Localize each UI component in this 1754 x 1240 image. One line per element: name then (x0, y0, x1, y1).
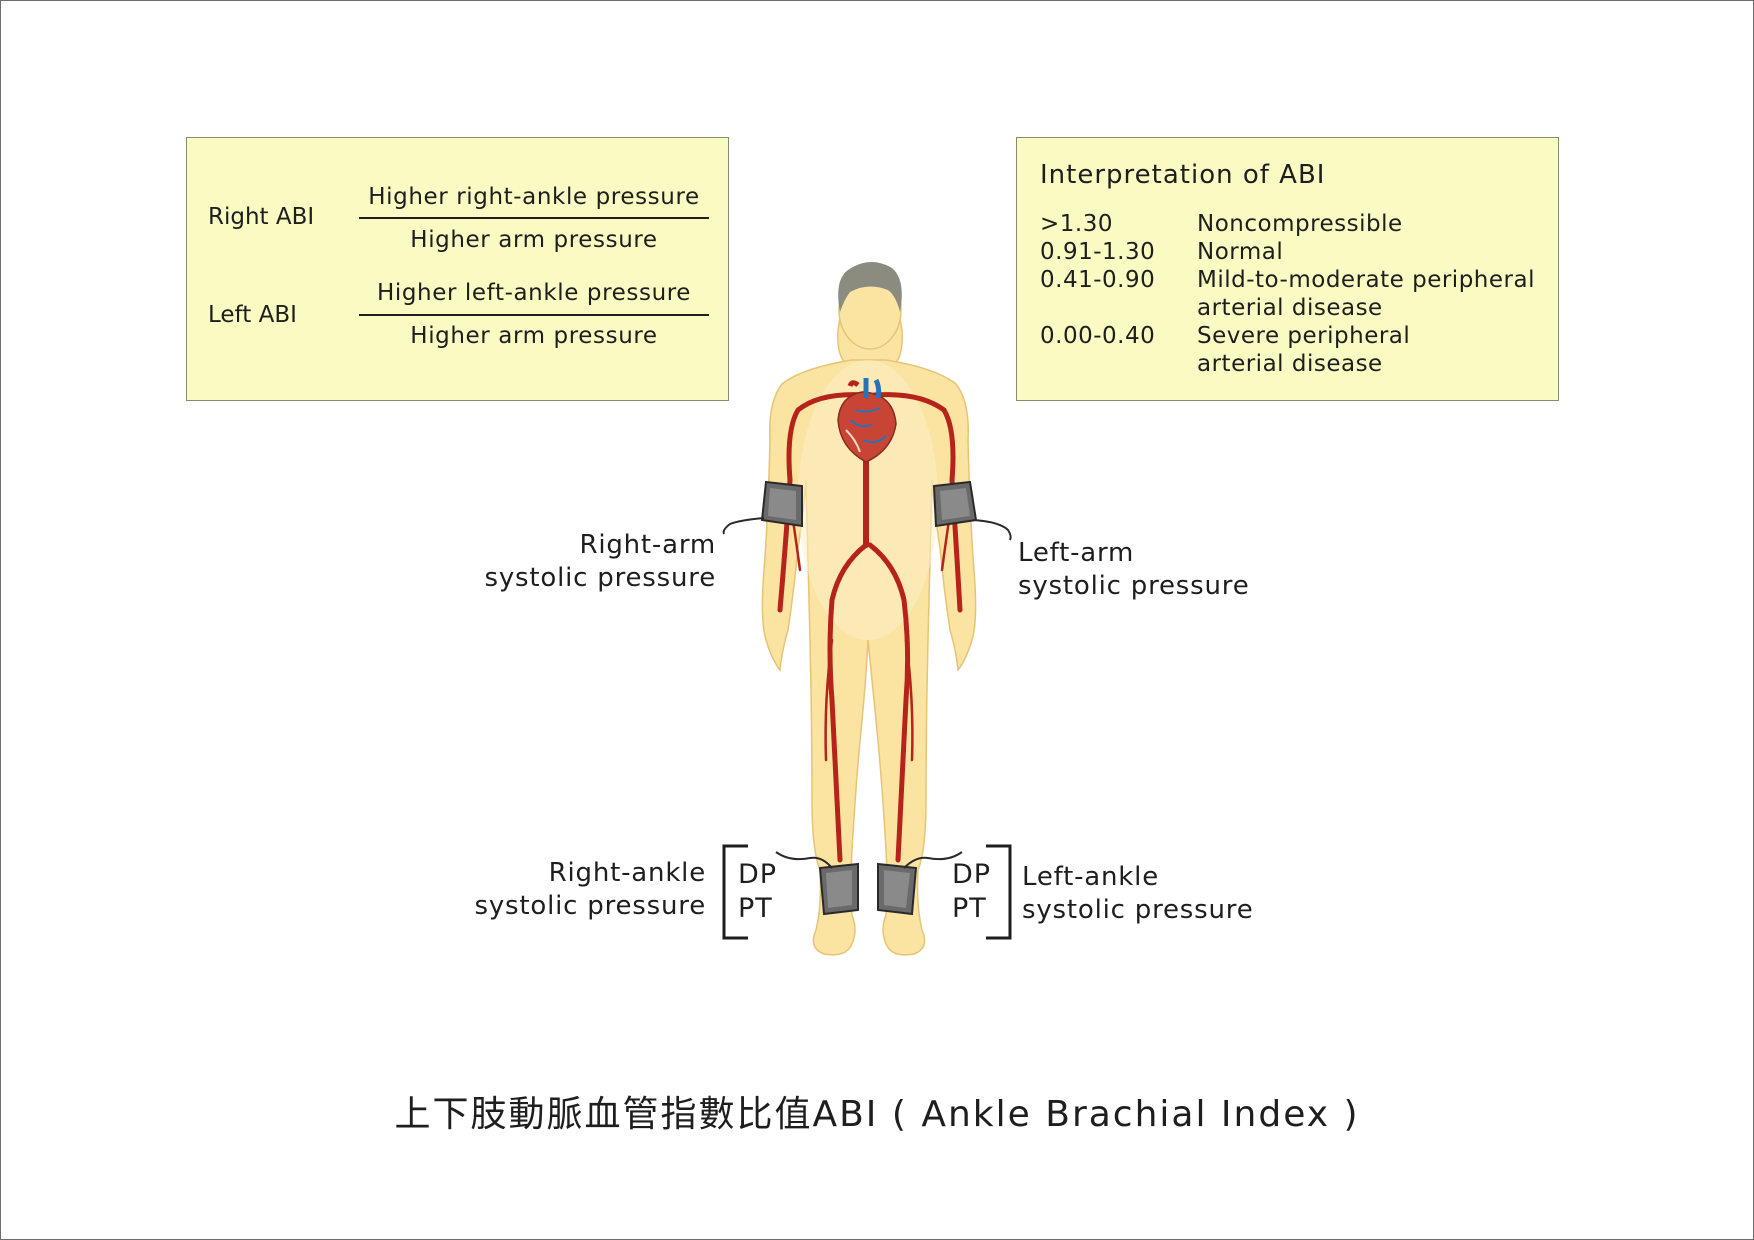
right-arm-label-line2: systolic pressure (484, 563, 716, 593)
left-ankle-label: Left-ankle systolic pressure (1022, 861, 1342, 927)
left-abi-numerator: Higher left-ankle pressure (376, 280, 692, 306)
artery-network (777, 392, 963, 863)
interpretation-range: 0.41-0.90 (1040, 267, 1156, 293)
left-arm-cuff-tube (973, 519, 1012, 541)
interpretation-desc: Mild-to-moderate peripheral (1197, 267, 1535, 293)
left-pt-label: PT (952, 893, 987, 924)
left-ankle-bracket (986, 844, 1012, 940)
left-ankle-cuff (877, 862, 918, 916)
left-arm-label-line1: Left-arm (1018, 538, 1135, 568)
right-arm-label-line1: Right-arm (579, 530, 716, 560)
right-ankle-label-line1: Right-ankle (548, 858, 706, 888)
right-abi-fraction: Higher right-ankle pressure Higher arm p… (359, 184, 709, 274)
right-ankle-cuff-tube (775, 851, 833, 869)
interpretation-range: 0.00-0.40 (1040, 323, 1156, 349)
right-ankle-bracket (722, 844, 748, 940)
left-arm-label: Left-arm systolic pressure (1018, 537, 1318, 603)
interpretation-title: Interpretation of ABI (1040, 160, 1326, 190)
interpretation-desc: Noncompressible (1197, 211, 1403, 237)
interpretation-desc: arterial disease (1197, 295, 1383, 321)
interpretation-desc: Normal (1197, 239, 1284, 265)
left-abi-fraction: Higher left-ankle pressure Higher arm pr… (359, 280, 709, 370)
right-dp-label: DP (738, 859, 778, 890)
right-arm-cuff-tube (722, 517, 765, 535)
left-ankle-label-line2: systolic pressure (1022, 895, 1254, 925)
right-abi-numerator: Higher right-ankle pressure (368, 184, 700, 210)
right-arm-cuff (760, 480, 803, 528)
right-arm-label: Right-arm systolic pressure (400, 529, 716, 595)
heart-icon (837, 378, 897, 463)
left-arm-label-line2: systolic pressure (1018, 571, 1250, 601)
right-abi-label: Right ABI (208, 204, 315, 230)
interpretation-range: 0.91-1.30 (1040, 239, 1156, 265)
right-ankle-label: Right-ankle systolic pressure (390, 857, 706, 923)
left-abi-label: Left ABI (208, 302, 297, 328)
left-abi-fraction-bar (359, 314, 709, 316)
hair (838, 261, 902, 312)
figure-caption: 上下肢動脈血管指數比值ABI ( Ankle Brachial Index ) (394, 1094, 1360, 1135)
left-dp-label: DP (952, 859, 992, 890)
left-arm-cuff (932, 480, 978, 528)
right-abi-denominator: Higher arm pressure (410, 227, 658, 253)
abi-formula-box: Right ABI Higher right-ankle pressure Hi… (186, 137, 729, 401)
left-ankle-cuff-tube (903, 851, 963, 869)
left-ankle-label-line1: Left-ankle (1022, 862, 1159, 892)
right-ankle-cuff (818, 862, 859, 916)
interpretation-desc: Severe peripheral (1197, 323, 1411, 349)
left-abi-denominator: Higher arm pressure (410, 323, 658, 349)
right-ankle-label-line2: systolic pressure (474, 891, 706, 921)
interpretation-desc: arterial disease (1197, 351, 1383, 377)
right-pt-label: PT (738, 893, 773, 924)
interpretation-range: >1.30 (1040, 211, 1113, 237)
abi-interpretation-box: Interpretation of ABI >1.30 Noncompressi… (1016, 137, 1559, 401)
right-abi-fraction-bar (359, 217, 709, 219)
